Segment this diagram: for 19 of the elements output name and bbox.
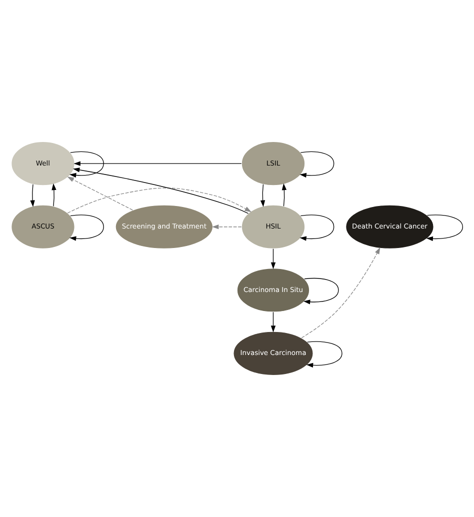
arrow xyxy=(306,341,342,368)
arrow xyxy=(67,188,252,214)
arrow xyxy=(426,214,463,242)
arrow xyxy=(282,183,287,207)
arrow xyxy=(270,248,276,270)
arrow xyxy=(52,183,56,207)
arrow xyxy=(303,278,339,304)
arrow xyxy=(72,168,249,214)
arrow xyxy=(301,247,380,338)
arrow xyxy=(270,312,276,332)
arrow xyxy=(67,176,133,210)
arrow xyxy=(212,224,242,230)
arrow xyxy=(69,151,104,178)
arrow xyxy=(30,184,35,207)
arrow xyxy=(69,214,104,241)
arrow xyxy=(300,214,334,241)
arrow xyxy=(260,184,266,207)
arrow xyxy=(74,161,242,166)
arrow xyxy=(300,151,334,178)
